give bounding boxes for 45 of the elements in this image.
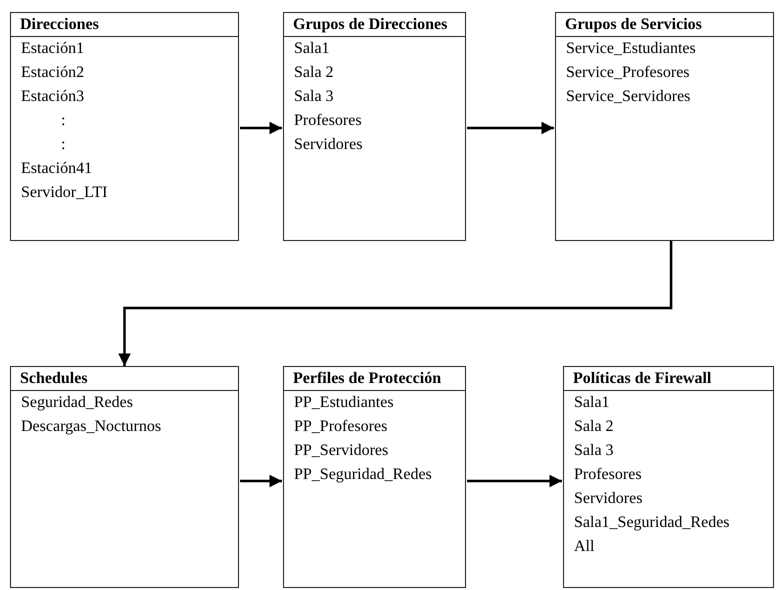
box-title: Schedules	[11, 367, 238, 391]
arrow	[118, 241, 672, 366]
list-item: Sala 3	[573, 441, 615, 461]
list-item: Profesores	[573, 465, 643, 485]
arrow	[240, 122, 282, 134]
list-item: PP_Seguridad_Redes	[293, 465, 433, 485]
list-item: All	[573, 537, 596, 557]
arrow	[467, 122, 554, 134]
list-item: :	[60, 135, 66, 155]
list-item: Service_Estudiantes	[565, 39, 697, 59]
list-item: Estación2	[20, 63, 86, 83]
list-item: Sala1	[573, 393, 611, 413]
list-item: Estación1	[20, 39, 86, 59]
list-item: :	[60, 111, 66, 131]
table-box	[283, 366, 466, 588]
list-item: Estación41	[20, 159, 94, 179]
list-item: Service_Profesores	[565, 63, 691, 83]
table-box	[563, 366, 774, 588]
box-title: Grupos de Servicios	[556, 13, 773, 37]
table-box	[283, 12, 466, 241]
list-item: Sala 3	[293, 87, 335, 107]
list-item: Sala 2	[573, 417, 615, 437]
list-item: Servidor_LTI	[20, 183, 109, 203]
list-item: Sala1	[293, 39, 331, 59]
list-item: Servidores	[573, 489, 644, 509]
list-item: Profesores	[293, 111, 363, 131]
list-item: Seguridad_Redes	[20, 393, 134, 413]
list-item: Service_Servidores	[565, 87, 692, 107]
box-title: Grupos de Direcciones	[284, 13, 465, 37]
list-item: PP_Profesores	[293, 417, 388, 437]
list-item: PP_Estudiantes	[293, 393, 395, 413]
list-item: Estación3	[20, 87, 86, 107]
list-item: PP_Servidores	[293, 441, 390, 461]
box-title: Direcciones	[11, 13, 238, 37]
table-box	[10, 366, 239, 588]
box-title: Políticas de Firewall	[564, 367, 773, 391]
list-item: Descargas_Nocturnos	[20, 417, 162, 437]
table-box	[555, 12, 774, 241]
list-item: Servidores	[293, 135, 364, 155]
arrow	[467, 474, 562, 488]
arrow	[240, 474, 282, 488]
table-box	[10, 12, 239, 241]
box-title: Perfiles de Protección	[284, 367, 465, 391]
list-item: Sala1_Seguridad_Redes	[573, 513, 731, 533]
list-item: Sala 2	[293, 63, 335, 83]
